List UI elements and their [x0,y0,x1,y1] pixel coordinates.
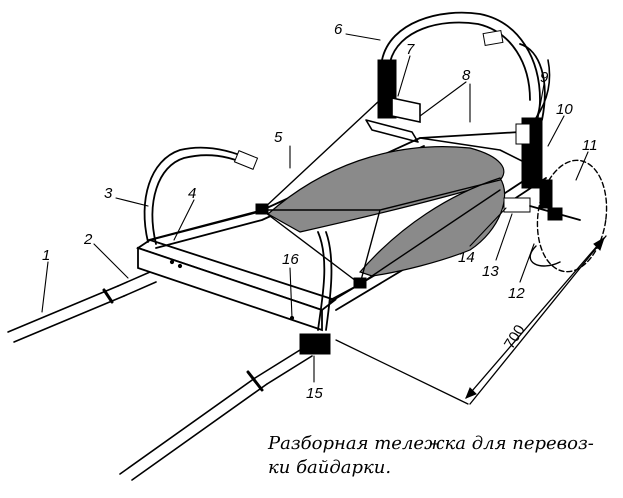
callout-12: 12 [508,285,525,302]
callout-8: 8 [462,67,471,84]
figure-caption: Разборная тележка для перевоз- ки байдар… [268,432,598,480]
callout-7: 7 [406,41,415,58]
rear-right-post [515,59,551,189]
callout-1: 1 [42,247,50,264]
axle-assembly [503,179,581,221]
callout-10: 10 [556,101,573,118]
callout-15: 15 [306,385,323,402]
left-tow-pole [7,271,157,343]
callout-5: 5 [274,129,283,146]
callout-14: 14 [458,249,475,266]
caption-line-1: Разборная тележка для перевоз- [268,433,594,454]
front-crossbar [135,239,337,332]
front-strap-arc [143,146,259,245]
caption-line-2: ки байдарки. [268,457,392,478]
tension-straps [147,99,501,301]
callout-11: 11 [582,137,598,154]
callout-4: 4 [188,185,196,202]
front-right-stanchion [299,231,333,355]
callout-3: 3 [104,185,113,202]
callout-6: 6 [334,21,343,38]
callout-numbers: 1 2 3 4 5 6 7 8 9 10 11 12 13 14 15 16 [42,21,598,402]
callout-16: 16 [282,251,299,268]
callout-9: 9 [540,69,549,86]
right-tow-pole [119,349,313,481]
rear-left-post [365,59,421,143]
callout-2: 2 [83,231,93,248]
dimension-label: 700 [501,322,529,352]
callout-13: 13 [482,263,499,280]
leader-lines [41,33,589,383]
wheel [529,159,608,273]
